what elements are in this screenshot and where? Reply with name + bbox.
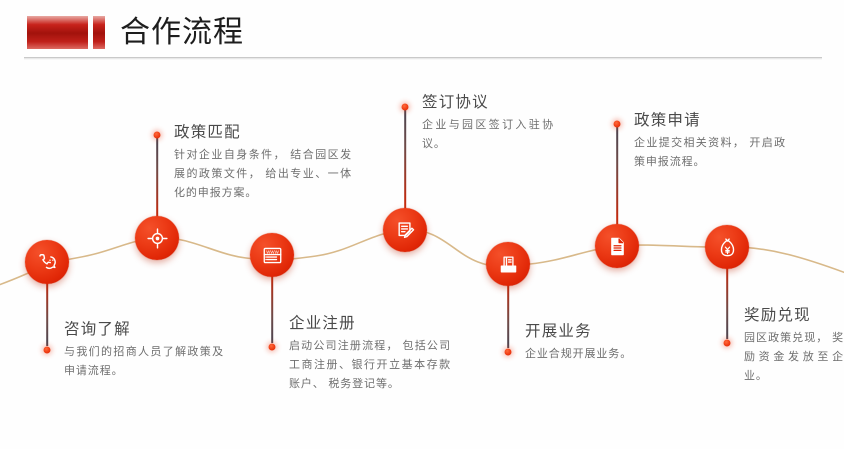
step-title-reward-payout: 奖励兑现: [744, 307, 811, 324]
step-title-start-business: 开展业务: [525, 323, 592, 340]
step-node-company-registration[interactable]: WWW: [250, 233, 294, 277]
connector-line-company-registration: [271, 255, 273, 343]
step-label-company-registration: 企业注册 启动公司注册流程， 包括公司工商注册、银行开立基本存款账户、 税务登记…: [289, 314, 451, 394]
step-title-company-registration: 企业注册: [289, 315, 356, 332]
connector-dot-reward-payout: [723, 339, 731, 347]
step-title-consult: 咨询了解: [64, 321, 131, 338]
connector-line-policy-application: [616, 127, 618, 246]
step-label-policy-application: 政策申请 企业提交相关资料， 开启政策申报流程。: [634, 111, 786, 172]
step-label-reward-payout: 奖励兑现 园区政策兑现， 奖励资金发放至企业。: [744, 306, 844, 386]
connector-dot-policy-match: [153, 131, 161, 139]
target-icon: [146, 227, 169, 250]
step-title-policy-match: 政策匹配: [174, 124, 241, 141]
connector-line-policy-match: [156, 138, 158, 238]
step-label-sign-agreement: 签订协议 企业与园区签订入驻协议。: [422, 93, 554, 154]
step-node-consult[interactable]: [25, 240, 69, 284]
step-node-start-business[interactable]: [486, 242, 530, 286]
step-desc-consult: 与我们的招商人员了解政策及申请流程。: [64, 346, 224, 377]
connector-line-sign-agreement: [404, 110, 406, 230]
step-node-policy-match[interactable]: [135, 216, 179, 260]
document-tray-icon: [497, 253, 520, 276]
connector-line-start-business: [507, 264, 509, 348]
header-divider: [24, 57, 822, 58]
browser-window-icon: WWW: [261, 244, 284, 267]
step-desc-policy-match: 针对企业自身条件， 结合园区发展的政策文件， 给出专业、一体 化的申报方案。: [174, 149, 352, 199]
connector-line-consult: [46, 262, 48, 346]
slide-header: 合作流程: [0, 0, 844, 62]
step-desc-policy-application: 企业提交相关资料， 开启政策申报流程。: [634, 137, 786, 168]
svg-text:WWW: WWW: [266, 249, 279, 254]
step-desc-company-registration: 启动公司注册流程， 包括公司工商注册、银行开立基本存款账户、 税务登记等。: [289, 340, 451, 390]
step-desc-start-business: 企业合规开展业务。: [525, 348, 633, 360]
document-lines-icon: [606, 235, 629, 258]
connector-dot-start-business: [504, 348, 512, 356]
step-node-policy-application[interactable]: [595, 224, 639, 268]
step-label-start-business: 开展业务 企业合规开展业务。: [525, 322, 647, 364]
step-node-sign-agreement[interactable]: [383, 208, 427, 252]
header-accent-bar-short: [93, 16, 105, 49]
money-bag-yuan-icon: [716, 236, 739, 259]
step-title-sign-agreement: 签订协议: [422, 94, 489, 111]
step-title-policy-application: 政策申请: [634, 112, 701, 129]
connector-dot-sign-agreement: [401, 103, 409, 111]
document-pen-icon: [394, 219, 417, 242]
step-desc-reward-payout: 园区政策兑现， 奖励资金发放至企业。: [744, 332, 844, 382]
step-label-consult: 咨询了解 与我们的招商人员了解政策及申请流程。: [64, 320, 224, 381]
header-accent-bar-long: [27, 16, 88, 49]
connector-dot-policy-application: [613, 120, 621, 128]
step-desc-sign-agreement: 企业与园区签订入驻协议。: [422, 119, 554, 150]
step-label-policy-match: 政策匹配 针对企业自身条件， 结合园区发展的政策文件， 给出专业、一体 化的申报…: [174, 123, 352, 203]
connector-line-reward-payout: [726, 247, 728, 339]
phone-support-icon: [36, 251, 59, 274]
step-node-reward-payout[interactable]: [705, 225, 749, 269]
connector-dot-company-registration: [268, 343, 276, 351]
page-title: 合作流程: [120, 16, 244, 49]
header-divider-shadow: [24, 58, 822, 60]
connector-dot-consult: [43, 346, 51, 354]
